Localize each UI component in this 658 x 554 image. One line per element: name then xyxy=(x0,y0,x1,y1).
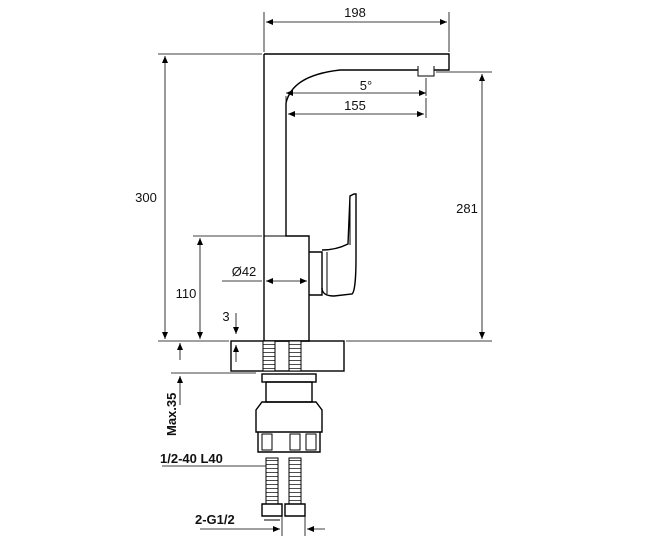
label-hose-spec: 1/2-40 L40 xyxy=(160,451,223,466)
faucet-handle xyxy=(309,193,357,297)
dim-spout-reach: 155 xyxy=(285,96,427,118)
dim-max-deck: Max.35 xyxy=(164,343,256,436)
label-total-height: 300 xyxy=(135,190,157,205)
dim-spout-height: 281 xyxy=(346,71,492,342)
label-connection-spec: 2-G1/2 xyxy=(195,512,235,527)
dim-total-width: 198 xyxy=(263,5,450,52)
label-body-diameter: Ø42 xyxy=(232,264,257,279)
dim-connection-spec: 2-G1/2 xyxy=(195,506,325,536)
supply-hoses xyxy=(261,457,306,521)
dim-body-diameter: Ø42 xyxy=(222,264,307,284)
label-spout-angle: 5° xyxy=(360,78,372,93)
label-handle-height: 110 xyxy=(176,286,197,301)
label-spout-height: 281 xyxy=(456,201,478,216)
dim-total-height: 300 xyxy=(135,53,262,342)
label-spout-reach: 155 xyxy=(344,98,366,113)
callout-hose-spec: 1/2-40 L40 xyxy=(160,451,266,467)
base-flange xyxy=(230,340,345,372)
label-max-deck: Max.35 xyxy=(164,393,179,436)
dim-spout-angle: 5° xyxy=(286,78,427,96)
dim-handle-height: 110 xyxy=(176,235,262,339)
mounting-nut xyxy=(255,373,323,453)
dim-base-gap: 3 xyxy=(222,309,239,362)
label-base-gap: 3 xyxy=(222,309,229,324)
label-total-width: 198 xyxy=(344,5,366,20)
faucet-body xyxy=(263,53,450,342)
